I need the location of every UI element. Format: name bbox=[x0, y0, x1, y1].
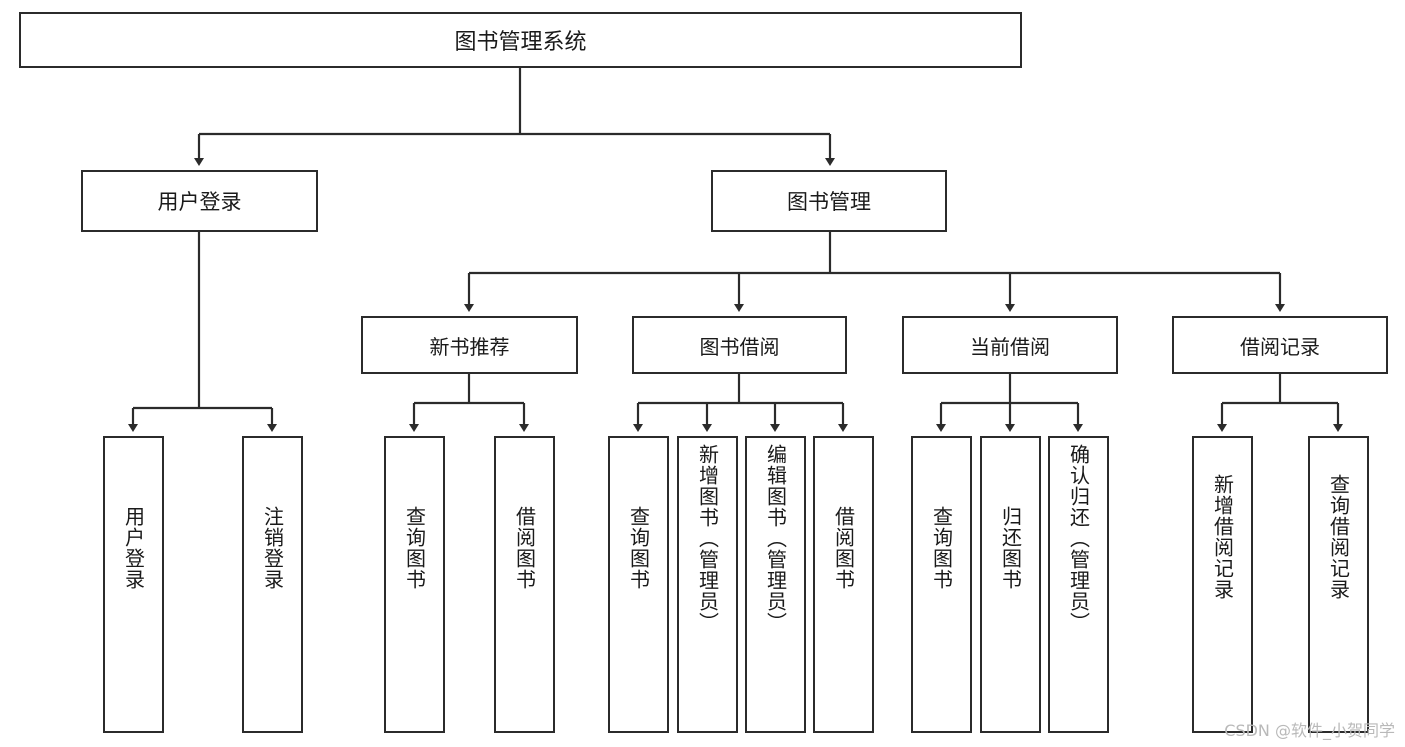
node-label: 当前借阅 bbox=[970, 334, 1050, 359]
csdn-watermark: CSDN @软件_小贺同学 bbox=[1224, 721, 1395, 740]
node-label: 查询图书 bbox=[626, 506, 651, 590]
leaf-records-query-record[interactable]: 查询借阅记录 bbox=[1308, 436, 1369, 733]
node-label: 图书管理系统 bbox=[454, 30, 587, 55]
leaf-current-query-book[interactable]: 查询图书 bbox=[911, 436, 972, 733]
node-book-borrow[interactable]: 图书借阅 bbox=[632, 316, 847, 374]
leaf-borrow-edit-book-admin[interactable]: 编辑图书（管理员） bbox=[745, 436, 806, 733]
leaf-borrow-add-book-admin[interactable]: 新增图书（管理员） bbox=[677, 436, 738, 733]
node-label: 注销登录 bbox=[260, 506, 285, 590]
node-label: 用户登录 bbox=[121, 506, 146, 590]
node-label: 借阅图书 bbox=[831, 506, 856, 590]
node-current-borrow[interactable]: 当前借阅 bbox=[902, 316, 1118, 374]
node-label: 借阅记录 bbox=[1240, 334, 1320, 359]
leaf-borrow-query-book[interactable]: 查询图书 bbox=[608, 436, 669, 733]
node-borrow-records[interactable]: 借阅记录 bbox=[1172, 316, 1388, 374]
node-label: 新增借阅记录 bbox=[1210, 474, 1235, 600]
node-label: 确认归还（管理员） bbox=[1066, 444, 1091, 633]
node-label: 图书借阅 bbox=[699, 334, 780, 359]
node-label: 新增图书（管理员） bbox=[695, 444, 720, 633]
leaf-records-add-record[interactable]: 新增借阅记录 bbox=[1192, 436, 1253, 733]
leaf-user-login-signin[interactable]: 用户登录 bbox=[103, 436, 164, 733]
leaf-borrow-borrow-book[interactable]: 借阅图书 bbox=[813, 436, 874, 733]
node-label: 查询图书 bbox=[929, 506, 954, 590]
node-label: 图书管理 bbox=[787, 190, 871, 214]
node-root-system[interactable]: 图书管理系统 bbox=[19, 12, 1022, 68]
node-user-login[interactable]: 用户登录 bbox=[81, 170, 318, 232]
leaf-user-login-signout[interactable]: 注销登录 bbox=[242, 436, 303, 733]
node-label: 用户登录 bbox=[157, 190, 242, 214]
leaf-current-return-book[interactable]: 归还图书 bbox=[980, 436, 1041, 733]
node-label: 查询图书 bbox=[402, 506, 427, 590]
node-label: 新书推荐 bbox=[429, 334, 510, 359]
node-label: 编辑图书（管理员） bbox=[763, 444, 788, 633]
node-book-management[interactable]: 图书管理 bbox=[711, 170, 947, 232]
node-new-book-recommend[interactable]: 新书推荐 bbox=[361, 316, 578, 374]
node-label: 查询借阅记录 bbox=[1326, 474, 1351, 600]
leaf-recommend-borrow-book[interactable]: 借阅图书 bbox=[494, 436, 555, 733]
leaf-current-confirm-return-admin[interactable]: 确认归还（管理员） bbox=[1048, 436, 1109, 733]
node-label: 归还图书 bbox=[998, 506, 1023, 590]
node-label: 借阅图书 bbox=[512, 506, 537, 590]
leaf-recommend-query-book[interactable]: 查询图书 bbox=[384, 436, 445, 733]
